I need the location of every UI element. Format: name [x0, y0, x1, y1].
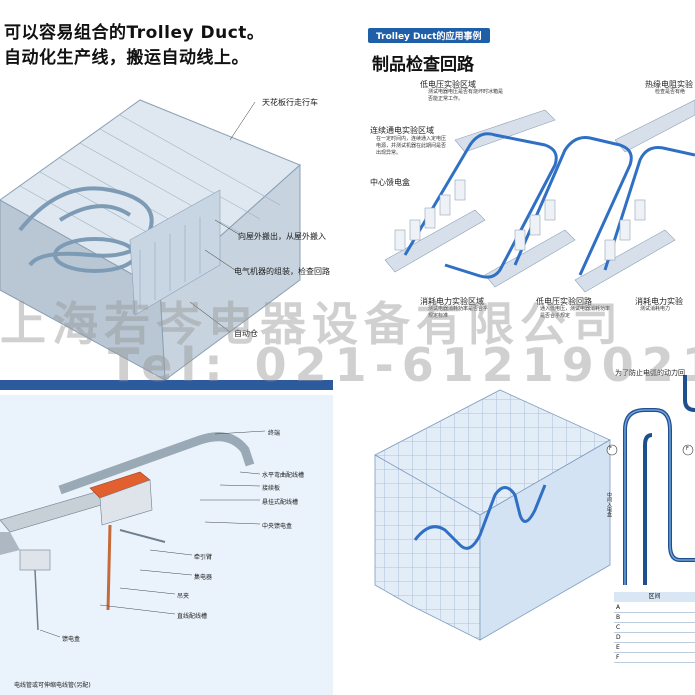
label-outdoor-move: 向屋外搬出，从屋外搬入	[238, 232, 326, 241]
label-assembly-line: 电气机器的组装，检查回路	[234, 267, 330, 276]
label-straight-duct: 直线配线槽	[177, 613, 208, 620]
inspection-circuit-illustration	[384, 99, 695, 293]
label-tow-arm: 牵引臂	[194, 554, 213, 561]
legend-row: E	[614, 642, 695, 653]
section-legend-table: 区间 A B C D E F	[614, 592, 695, 663]
trolley-duct-components-illustration	[0, 430, 266, 638]
watermark-company: 上海若岑电器设备有限公司	[0, 297, 624, 351]
headline-line2: 自动化生产线，搬运自动线上。	[4, 48, 249, 68]
legend-row-label: F	[614, 652, 695, 663]
label-low-voltage-2-title: 低电压实验回路	[536, 297, 592, 306]
label-center-feed-box-2: 中央馈电盒	[262, 523, 293, 530]
legend-row-label: A	[614, 603, 695, 613]
label-consume-power-2-desc: 测试消耗电力	[640, 306, 671, 312]
label-feed-box: 馈电盒	[62, 636, 81, 643]
legend-row: B	[614, 612, 695, 623]
arrow-f-left: F	[609, 446, 612, 452]
label-center-feed-box: 中心馈电盒	[370, 178, 410, 187]
label-auto-warehouse: 自动仓	[234, 329, 258, 338]
serpentine-cube-illustration	[374, 389, 611, 641]
legend-row: F	[614, 652, 695, 663]
section-title-inspection: 制品检查回路	[372, 55, 474, 75]
legend-row-label: B	[614, 612, 695, 623]
label-cable-note: 电线管或可伸缩电线管(另配)	[14, 682, 91, 689]
label-ceiling-crane: 天花板行走行车	[262, 98, 318, 107]
separator-bar-left	[0, 380, 333, 390]
label-low-voltage-2-desc: 通入低电压，测试电器消耗功率是否合乎规定	[540, 306, 611, 319]
legend-row: D	[614, 632, 695, 643]
arc-prevention-loop-diagram	[606, 375, 695, 585]
label-continuous-title: 连续通电实验区域	[370, 126, 434, 135]
label-joint-plate: 接续板	[262, 485, 281, 492]
legend-row-label: E	[614, 642, 695, 653]
legend-row-label: D	[614, 632, 695, 643]
label-suspended-duct: 悬挂式配线槽	[262, 499, 299, 506]
arrow-f-right: F	[686, 446, 689, 452]
legend-header: 区间	[614, 592, 695, 602]
label-hanger: 吊夹	[177, 593, 190, 600]
headline-line1: 可以容易组合的Trolley Duct。	[4, 23, 265, 43]
label-continuous-desc: 在一定时间内，连续通入定电压电源，并测试机器在此期间是否出现异常。	[376, 136, 447, 156]
components-panel	[0, 395, 333, 695]
legend-row: C	[614, 622, 695, 633]
label-heat-resist-title: 热缘电阻实验	[645, 80, 693, 89]
label-heat-resist-desc: 检查是否有绝	[655, 89, 686, 95]
label-low-voltage-title: 低电压实验区域	[420, 80, 476, 89]
legend-row: A	[614, 603, 695, 613]
label-center-feed-vertical: 中间入电盒	[606, 492, 612, 517]
label-consume-power-1-desc: 测试电器消耗功率是否合乎规定标准	[428, 306, 489, 319]
label-horizontal-bend-duct: 水平弯曲配线槽	[262, 472, 305, 479]
label-arc-prevention: 为了防止电弧的动力回	[615, 369, 685, 377]
legend-row-label: C	[614, 622, 695, 633]
label-consume-power-2-title: 消耗电力实验	[635, 297, 683, 306]
watermark-tel: Tel: 021-61219021	[108, 338, 695, 392]
label-low-voltage-desc: 测试电器电压是否有烧坏时冰箱是否能正常工作。	[428, 89, 504, 102]
factory-illustration	[0, 99, 301, 380]
label-end-cap: 终端	[268, 430, 281, 437]
label-collector: 集电器	[194, 574, 213, 581]
application-tag: Trolley Duct的应用事例	[368, 28, 490, 43]
label-consume-power-1-title: 消耗电力实验区域	[420, 297, 484, 306]
